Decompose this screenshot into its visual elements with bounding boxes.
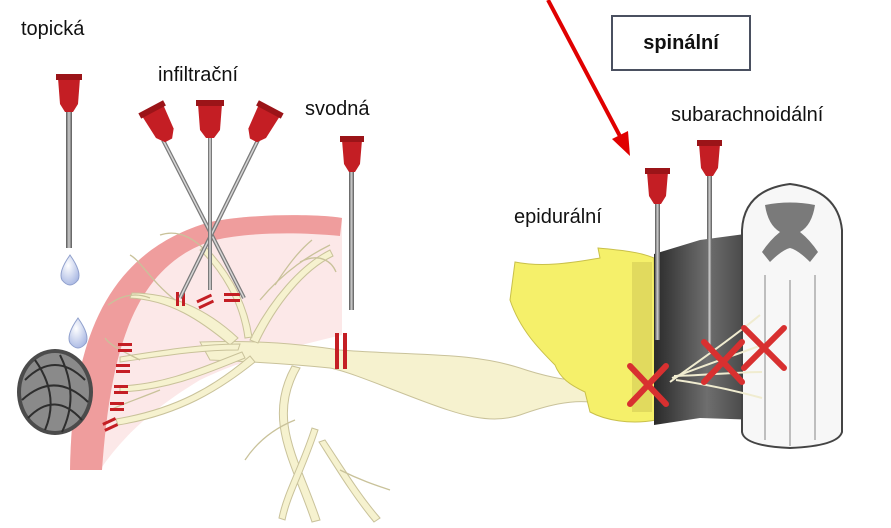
label-topical: topická — [21, 18, 84, 41]
label-subarachnoid: subarachnoidální — [671, 104, 823, 127]
label-spinal: spinální — [613, 32, 749, 55]
label-epidural: epidurální — [514, 206, 602, 229]
nerve-ending-ball — [17, 349, 93, 435]
spinal-label-box: spinální — [611, 15, 751, 71]
label-infiltration: infiltrační — [158, 64, 238, 87]
anesthetic-drops — [61, 255, 87, 348]
label-conduction: svodná — [305, 98, 370, 121]
conduction-needle — [340, 136, 364, 310]
spinal-cord — [742, 184, 842, 448]
topical-needle — [56, 74, 82, 248]
